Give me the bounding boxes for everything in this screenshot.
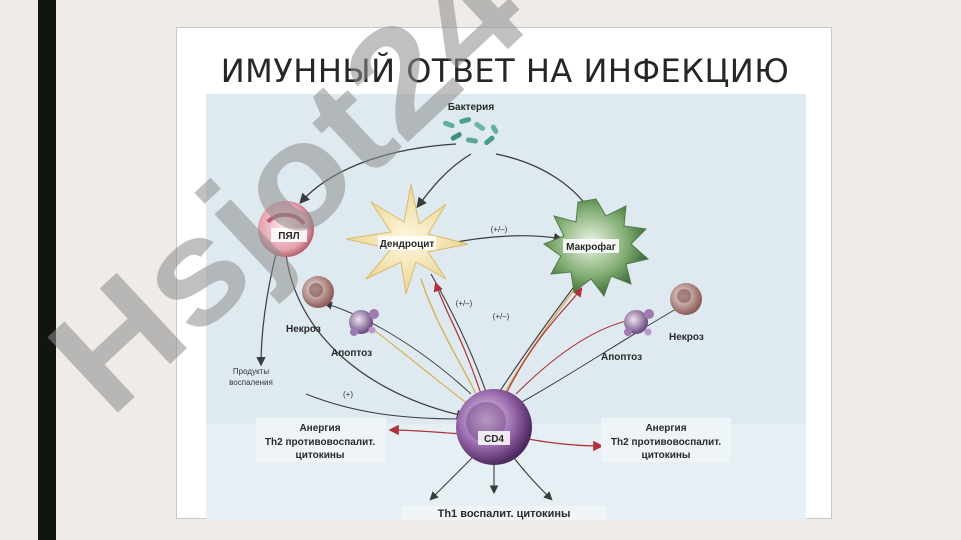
right-anergy-label: Анергия [645,423,686,434]
right-th2-label-2: цитокины [642,450,691,461]
arrow-bacteria-to-pyal [299,143,457,204]
arrow-cd4-to-dendrocyte [433,281,482,395]
cd4-label: CD4 [484,434,504,445]
arrow-pyal-down [256,253,277,367]
arrow-cd4-to-necrosis-left [324,301,472,395]
left-output-box [256,418,386,462]
bacteria-cluster [443,117,499,146]
arrow-pyal-to-cd4 [285,253,467,420]
bacteria-label: Бактерия [448,102,494,113]
necrosis-right-label: Некроз [669,332,704,343]
arrow-products-to-cd4 [305,393,462,420]
necrosis-right-cell [670,283,702,315]
th1-label: Th1 воспалит. цитокины [438,508,571,520]
sign-a: (+/–) [456,299,473,308]
left-th2-label-2: цитокины [296,450,345,461]
sidebar-accent-bar [38,0,56,540]
arrow-necrosis-right-to-cd4 [517,308,677,405]
apoptosis-right-cell [624,309,654,336]
apoptosis-right-label: Апоптоз [601,352,642,363]
arrow-dendrocyte-to-macrophage [445,232,564,245]
necrosis-left-cell [302,276,334,308]
arrow-cd4-down-left [429,453,477,501]
necrosis-left-label: Некроз [286,324,321,335]
sign-b: (+/–) [493,312,510,321]
left-th2-label-1: Th2 противовоспалит. [265,437,375,448]
immune-response-diagram: Бактерия ПЯЛ Дендроцит Макрофаг CD4 Некр… [206,94,806,520]
arrow-bacteria-to-dendrocyte [416,153,472,209]
arrow-cd4-to-macrophage [505,287,583,395]
slide: ИМУННЫЙ ОТВЕТ НА ИНФЕКЦИЮ [176,27,832,520]
apoptosis-left-label: Апоптоз [331,348,372,359]
sign-dendrocyte-macrophage: (+/–) [491,225,508,234]
arrow-macrophage-to-cd4-b [497,283,577,395]
cd4-label-box [478,431,510,445]
slide-title: ИМУННЫЙ ОТВЕТ НА ИНФЕКЦИЮ [220,52,790,90]
dendrocyte-label-box [378,236,436,250]
inflammation-products-label-1: Продукты [233,367,269,376]
arrow-dendrocyte-to-cd4-a [420,278,477,395]
cd4-cell [456,389,532,465]
macrophage-label-box [563,239,619,253]
right-th2-label-1: Th2 противовоспалит. [611,437,721,448]
arrow-apoptosis-left-to-cd4 [365,323,469,405]
pyal-label-box [271,228,307,242]
left-anergy-label: Анергия [299,423,340,434]
dendrocyte-label: Дендроцит [380,239,435,250]
pyal-label: ПЯЛ [278,231,299,242]
th1-output-box [402,506,607,520]
arrow-cd4-to-left-anergy [388,424,462,436]
macrophage-label: Макрофаг [566,241,616,253]
sign-plus: (+) [343,390,353,399]
arrow-cd4-to-right-anergy [527,438,604,452]
right-output-box [601,418,731,462]
arrow-cd4-down-right [510,453,553,501]
inflammation-products-label-2: воспаления [229,378,273,387]
apoptosis-left-cell [349,309,379,336]
